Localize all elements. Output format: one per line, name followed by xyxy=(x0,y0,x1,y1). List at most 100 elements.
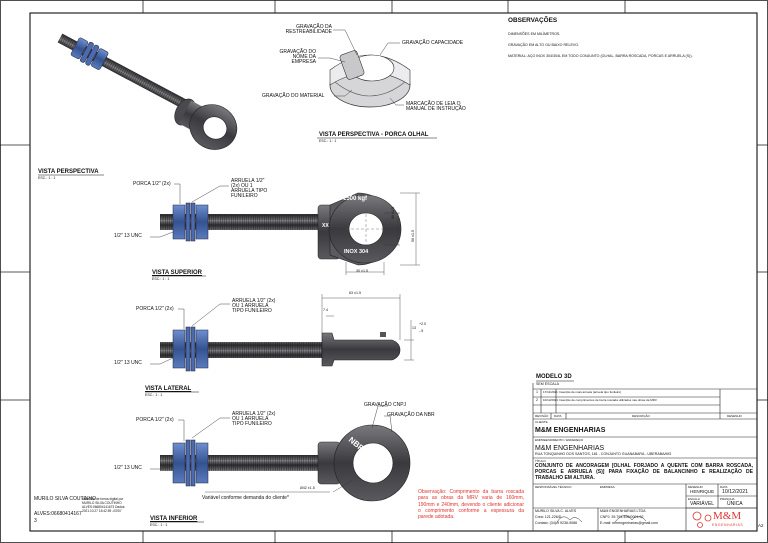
superior-porca-label: PORCA 1/2" (2x) xyxy=(133,181,171,187)
label-gravacao-cnpj: GRAVAÇÃO CNPJ xyxy=(364,402,407,408)
vista-lateral-drawing xyxy=(160,294,414,372)
obs-line2: GRAVAÇÃO EM ALTO OU BAIXO RELEVO. xyxy=(508,43,580,47)
vista-superior-drawing xyxy=(160,192,420,275)
rev-row-1-date: 17/11/2021 xyxy=(543,390,558,394)
vista-superior-scale: ESC.: 1 : 1 xyxy=(152,277,170,281)
dim-lateral-13: 13 xyxy=(412,326,416,330)
engrave-material: INOX 304 xyxy=(344,249,369,255)
signer-digital-note: Assinado de forma digital por MURILO SIL… xyxy=(82,497,126,513)
vista-inferior-title: VISTA INFERIOR xyxy=(150,516,198,522)
inferior-arruela-label: ARRUELA 1/2" (2x) OU 1 ARRUELA TIPO FUNI… xyxy=(232,411,276,427)
perspective-assembly xyxy=(57,33,238,150)
dim-superior-width: 30 ±1.5 xyxy=(356,269,368,273)
dim-lateral-length: 63 ±1.5 xyxy=(349,291,361,295)
sheet-size: A2 xyxy=(758,523,764,528)
tb-client: M&M ENGENHARIAS xyxy=(535,427,606,434)
vista-superior-title: VISTA SUPERIOR xyxy=(152,270,203,276)
obs-line3: MATERIAL: AÇO INOX 304/304L EM TODO CONJ… xyxy=(508,54,693,58)
dim-lateral-tol-plus: +2.0 xyxy=(419,322,427,326)
inferior-unc-label: 1/2" 13 UNC xyxy=(114,465,142,471)
engrave-side: XX xyxy=(322,223,329,229)
modelo-scale: SEM ESCALA xyxy=(536,382,559,386)
tb-company-name: M&M ENGENHARIAS LTDA xyxy=(600,509,646,513)
rev-row-2-desc: Inserção de comprimentos de barra roscad… xyxy=(559,398,657,402)
dim-superior-hole: 30 ±1.5 xyxy=(391,207,395,219)
tb-project-label: EMPREENDIMENTO / ENDEREÇO xyxy=(535,438,584,442)
modelo-title: MODELO 3D xyxy=(536,374,572,380)
perspective-nut-scale: ESC.: 1 : 1 xyxy=(319,139,337,143)
tb-resp-crea: Crea: 121.226/D xyxy=(535,515,562,519)
dim-inferior-dia: Ø42 ±1.5 xyxy=(300,486,315,490)
label-manual: MARCAÇÃO DE LEIA O MANUAL DE INSTRUÇÃO xyxy=(406,101,466,112)
tb-data: 10/12/2021 xyxy=(722,489,748,495)
rev-hdr-by: DESENHO xyxy=(727,414,742,418)
lateral-porca-label: PORCA 1/2" (2x) xyxy=(136,306,174,312)
tb-data-label: DATA xyxy=(720,485,728,489)
superior-unc-label: 1/2" 13 UNC xyxy=(114,233,142,239)
nut-leaders xyxy=(318,29,404,106)
tb-address: RUA TONQUINHO DOS SANTOS, 181 - CONJUNTO… xyxy=(535,452,672,456)
vista-inferior-drawing xyxy=(160,424,411,502)
rev-row-1-desc: Inserção de mais arruela (arruela tipo f… xyxy=(559,390,622,394)
dim-lateral-tol-minus: -.5 xyxy=(419,329,424,333)
vista-perspectiva-title: VISTA PERSPECTIVA xyxy=(38,169,99,175)
vista-inferior-scale: ESC.: 1 : 1 xyxy=(150,523,168,527)
perspective-nut xyxy=(329,50,411,108)
rev-hdr-date: DATA xyxy=(554,414,562,418)
red-observation-note: Observação: Comprimento da barra roscada… xyxy=(418,489,524,520)
signature-resp xyxy=(555,516,583,525)
vista-lateral-scale: ESC.: 1 : 1 xyxy=(145,393,163,397)
rev-row-1-rev: 1 xyxy=(536,390,538,394)
company-logo-sub: ENGENHARIAS xyxy=(712,523,744,527)
tb-resp-phone: Contato: (34) 9 9236-9086 xyxy=(535,521,578,525)
tb-desenho: HENRIQUE xyxy=(690,489,715,494)
vista-perspectiva-scale: ESC.: 1 : 1 xyxy=(38,176,56,180)
superior-leaders xyxy=(150,183,229,238)
tb-title-label: TÍTULO xyxy=(535,459,546,463)
lateral-leaders xyxy=(150,303,230,365)
rev-row-2-rev: 2 xyxy=(536,398,538,402)
tb-client-label: CLIENTE xyxy=(535,420,548,424)
label-empresa: GRAVAÇÃO DO NOME DA EMPRESA xyxy=(279,49,317,65)
tb-escala: VARIÁVEL xyxy=(690,501,715,507)
label-gravacao-nbr: GRAVAÇÃO DA NBR xyxy=(387,412,435,418)
lateral-unc-label: 1/2" 13 UNC xyxy=(114,360,142,366)
rev-hdr-rev: REVISÃO xyxy=(535,414,549,418)
obs-title: OBSERVAÇÕES xyxy=(508,17,558,24)
tb-desenho-label: DESENHO xyxy=(688,485,703,489)
signer-id: ALVES:06680414167 3 xyxy=(34,511,82,524)
tb-company-email: E-mail: mmengenharias@gmail.com xyxy=(600,521,658,525)
engrave-capacity: 1500 kgf xyxy=(343,196,368,202)
signature-company xyxy=(614,515,647,523)
tb-company-label: EMPRESA xyxy=(600,485,615,489)
tb-prancha-label: PRANCHA xyxy=(720,497,735,501)
tb-resp-name: MURILO SILVA C. ALVES xyxy=(535,509,577,513)
label-capacidade: GRAVAÇÃO CAPACIDADE xyxy=(402,40,464,46)
superior-arruela-label: ARRUELA 1/2" (2x) OU 1 ARRUELA TIPO FUNI… xyxy=(231,178,268,199)
inferior-leaders xyxy=(150,405,393,470)
label-variavel: Variável conforme demanda do cliente* xyxy=(202,495,289,501)
tb-title: CONJUNTO DE ANCORAGEM [OLHAL FORJADO A Q… xyxy=(535,463,753,481)
dim-lateral-thick: 7.4 xyxy=(323,308,328,312)
title-block-lines xyxy=(532,383,757,531)
perspective-nut-title: VISTA PERSPECTIVA - PORCA OLHAL xyxy=(319,132,429,138)
vista-lateral-title: VISTA LATERAL xyxy=(145,386,192,392)
tb-prancha: ÚNICA xyxy=(727,501,743,507)
label-restreabilidade: GRAVAÇÃO DA RESTREABILIDADE xyxy=(285,24,332,35)
company-logo-mark xyxy=(692,511,712,528)
dim-superior-outer: 56 ±1.5 xyxy=(411,230,415,242)
tb-project: M&M ENGENHARIAS xyxy=(535,445,605,452)
tb-escala-label: ESCALA xyxy=(688,497,700,501)
lateral-arruela-label: ARRUELA 1/2" (2x) OU 1 ARRUELA TIPO FUNI… xyxy=(232,298,276,314)
rev-row-2-date: 10/12/2021 xyxy=(543,398,559,402)
label-material: GRAVAÇÃO DO MATERIAL xyxy=(262,93,325,99)
rev-hdr-desc: DESCRIÇÃO xyxy=(632,414,650,418)
obs-line1: DIMENSÕES EM MILÍMETROS. xyxy=(508,32,561,36)
signer-name: MURILO SILVA COUTINHO xyxy=(34,496,97,502)
company-logo: M&M xyxy=(713,510,742,522)
inferior-porca-label: PORCA 1/2" (2x) xyxy=(136,417,174,423)
tb-company-cnpj: CNPJ: 39.791.496/0001-92 xyxy=(600,515,644,519)
